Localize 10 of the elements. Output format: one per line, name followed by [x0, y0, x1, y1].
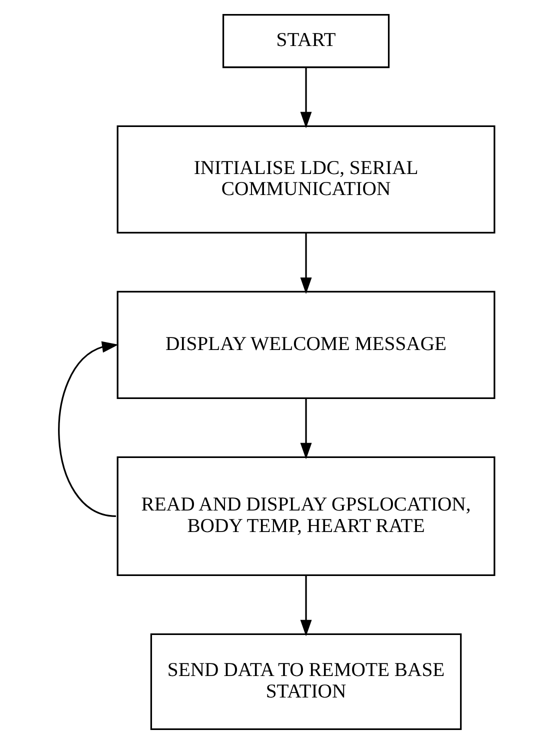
arrow [300, 575, 312, 636]
node-box: INITIALISE LDC, SERIAL COMMUNICATION [116, 125, 496, 234]
arrow [300, 232, 312, 294]
node-box: DISPLAY WELCOME MESSAGE [116, 290, 496, 400]
arrow [300, 67, 312, 128]
node-box: SEND DATA TO REMOTE BASE STATION [150, 633, 462, 730]
node-box: START [222, 14, 390, 68]
arrow [58, 341, 118, 517]
node-box: READ AND DISPLAY GPSLOCATION, BODY TEMP, HEART RATE [116, 456, 496, 576]
arrow [300, 398, 312, 460]
